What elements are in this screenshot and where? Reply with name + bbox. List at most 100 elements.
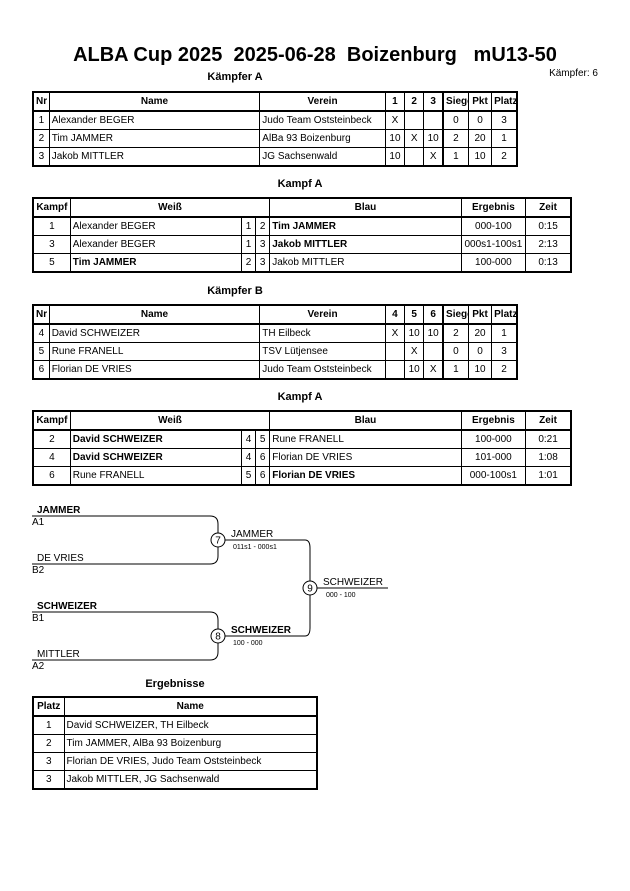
col-header: Kampf	[32, 197, 71, 218]
cell-name: David SCHWEIZER, TH Eilbeck	[63, 715, 318, 735]
match-number: 9	[307, 584, 313, 595]
cell-place: 3	[491, 342, 518, 361]
cell-time: 0:13	[525, 253, 572, 273]
fights-a-heading: Kampf A	[277, 178, 323, 190]
col-header: Zeit	[525, 410, 572, 431]
cell-club: Judo Team Oststeinbeck	[259, 360, 386, 380]
bracket-seed: A2	[32, 661, 45, 672]
bracket-seed: B2	[32, 565, 45, 576]
table-row: 6 Rune FRANELL 5 6 Florian DE VRIES 000-…	[32, 466, 572, 486]
table-row: 5 Tim JAMMER 2 3 Jakob MITTLER 100-000 0…	[32, 253, 572, 273]
cell-nr: 3	[32, 147, 50, 167]
bracket-score: 000 - 100	[326, 592, 356, 599]
cell-blue-nr: 6	[255, 448, 271, 467]
match-marker	[302, 580, 318, 596]
cell-place: 3	[32, 752, 65, 771]
col-header: Zeit	[525, 197, 572, 218]
fights-a-table: Kampf Weiß Blau Ergebnis Zeit 1 Alexande…	[32, 197, 572, 273]
col-header: Nr	[32, 91, 50, 112]
cell-name: Florian DE VRIES, Judo Team Oststeinbeck	[63, 752, 318, 771]
bracket-winner: SCHWEIZER	[231, 625, 292, 636]
cell-wins: 2	[442, 129, 469, 148]
cell-place: 3	[32, 770, 65, 790]
table-row: 3 Jakob MITTLER JG Sachsenwald 10 X 1 10…	[32, 147, 518, 167]
col-header: Verein	[259, 91, 386, 112]
col-header: Name	[63, 696, 318, 717]
match-number: 8	[215, 632, 221, 643]
pool-a-table: Nr Name Verein 1 2 3 Siege Pkt Platz 1 A…	[32, 91, 518, 167]
col-header: Name	[48, 304, 261, 325]
match-number: 7	[215, 536, 221, 547]
cell-name: Tim JAMMER	[48, 129, 261, 148]
table-row: 2 Tim JAMMER AlBa 93 Boizenburg 10 X 10 …	[32, 129, 518, 148]
cell-name: Jakob MITTLER, JG Sachsenwald	[63, 770, 318, 790]
cell-fight: 6	[32, 466, 71, 486]
cell-time: 1:01	[525, 466, 572, 486]
page-title: ALBA Cup 2025 2025-06-28 Boizenburg mU13…	[73, 44, 557, 66]
cell-place: 2	[491, 360, 518, 380]
match-marker	[210, 532, 226, 548]
col-header: Name	[48, 91, 261, 112]
bracket-winner: JAMMER	[231, 529, 273, 540]
table-row: 1 David SCHWEIZER, TH Eilbeck	[32, 715, 318, 735]
cell-time: 2:13	[525, 235, 572, 254]
cell-nr: 2	[32, 129, 50, 148]
table-row: 2 David SCHWEIZER 4 5 Rune FRANELL 100-0…	[32, 429, 572, 449]
pool-a-heading: Kämpfer A	[207, 71, 263, 83]
fights-b-table: Kampf Weiß Blau Ergebnis Zeit 2 David SC…	[32, 410, 572, 486]
bracket-competitor: SCHWEIZER	[37, 601, 98, 612]
bracket-champion: SCHWEIZER	[323, 577, 383, 588]
cell-fight: 5	[32, 253, 71, 273]
cell-white: Alexander BEGER	[69, 235, 243, 254]
match-marker	[210, 628, 226, 644]
results-heading: Ergebnisse	[145, 678, 205, 690]
cell-name: Tim JAMMER, AlBa 93 Boizenburg	[63, 734, 318, 753]
table-row: 5 Rune FRANELL TSV Lütjensee X 0 0 3	[32, 342, 518, 361]
table-row: 4 David SCHWEIZER TH Eilbeck X 10 10 2 2…	[32, 323, 518, 343]
cell-time: 1:08	[525, 448, 572, 467]
cell-name: Jakob MITTLER	[48, 147, 261, 167]
table-row: 2 Tim JAMMER, AlBa 93 Boizenburg	[32, 734, 318, 753]
cell-fight: 4	[32, 448, 71, 467]
cell-nr: 5	[32, 342, 50, 361]
cell-blue: Jakob MITTLER	[269, 235, 462, 254]
table-row: 4 David SCHWEIZER 4 6 Florian DE VRIES 1…	[32, 448, 572, 467]
cell-wins: 1	[442, 360, 469, 380]
col-header: 5	[404, 304, 425, 325]
col-header: Blau	[269, 410, 462, 431]
cell-place: 2	[491, 147, 518, 167]
pool-b-heading: Kämpfer B	[207, 285, 263, 297]
cell-blue-nr: 3	[255, 253, 271, 273]
col-header: Platz	[491, 304, 518, 325]
cell-blue: Jakob MITTLER	[269, 253, 462, 273]
cell-name: Rune FRANELL	[48, 342, 261, 361]
cell-wins: 0	[442, 342, 469, 361]
col-header: Platz	[491, 91, 518, 112]
cell-club: JG Sachsenwald	[259, 147, 386, 167]
table-row: 6 Florian DE VRIES Judo Team Oststeinbec…	[32, 360, 518, 380]
col-header: Weiß	[69, 410, 271, 431]
cell-blue-nr: 6	[255, 466, 271, 486]
col-header: Platz	[32, 696, 65, 717]
table-row: 3 Jakob MITTLER, JG Sachsenwald	[32, 770, 318, 790]
cell-blue: Florian DE VRIES	[269, 448, 462, 467]
fights-b-heading: Kampf A	[277, 391, 323, 403]
bracket-score: 100 - 000	[233, 640, 263, 647]
bracket-competitor: JAMMER	[37, 505, 81, 516]
cell-blue-nr: 2	[255, 216, 271, 236]
col-header: Kampf	[32, 410, 71, 431]
cell-place: 2	[32, 734, 65, 753]
fighter-count: Kämpfer: 6	[549, 68, 598, 79]
bracket-score: 011s1 - 000s1	[233, 544, 277, 551]
pool-b-table: Nr Name Verein 4 5 6 Siege Pkt Platz 4 D…	[32, 304, 518, 380]
bracket-seed: A1	[32, 517, 45, 528]
cell-name: Florian DE VRIES	[48, 360, 261, 380]
cell-place: 1	[32, 715, 65, 735]
results-table: Platz Name 1 David SCHWEIZER, TH Eilbeck…	[32, 696, 318, 790]
table-row: 3 Alexander BEGER 1 3 Jakob MITTLER 000s…	[32, 235, 572, 254]
col-header: Weiß	[69, 197, 271, 218]
table-row: 1 Alexander BEGER 1 2 Tim JAMMER 000-100…	[32, 216, 572, 236]
cell-points: 10	[467, 147, 493, 167]
bracket-seed: B1	[32, 613, 45, 624]
